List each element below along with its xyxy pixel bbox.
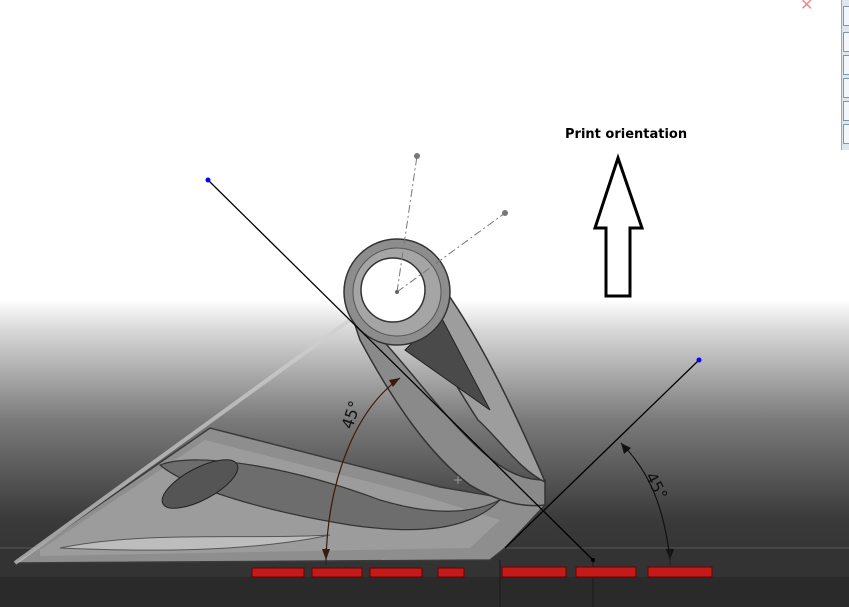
center-line-point xyxy=(414,153,420,159)
sketch-endpoint[interactable] xyxy=(591,558,595,562)
toolbar-appearance-icon[interactable] xyxy=(843,101,849,121)
support-pad xyxy=(647,566,713,578)
dimension-right-text[interactable]: 45° xyxy=(641,469,671,503)
dimension-left-text[interactable]: 45° xyxy=(338,398,365,431)
build-plate-base xyxy=(0,577,849,607)
part-lower-fillet xyxy=(59,534,331,551)
toolbar-home-icon[interactable] xyxy=(843,6,849,26)
print-orientation-label: Print orientation xyxy=(565,127,688,142)
sketch-endpoint[interactable] xyxy=(696,357,702,363)
part-ring-hole xyxy=(360,257,426,323)
sketch-line-left[interactable] xyxy=(207,179,594,561)
center-lines xyxy=(396,155,506,293)
dimension-arrowhead xyxy=(389,378,400,387)
support-pad xyxy=(369,567,423,578)
support-pad xyxy=(437,567,465,578)
toolbar-list-icon[interactable] xyxy=(843,124,849,144)
origin-marker xyxy=(454,476,462,484)
dimension-arc-right[interactable] xyxy=(620,442,671,561)
support-pad xyxy=(575,566,637,578)
sketch-endpoint[interactable] xyxy=(205,177,211,183)
toolbar-parts-icon[interactable] xyxy=(843,32,849,52)
support-pad xyxy=(311,567,363,578)
ring-center-point xyxy=(395,290,399,294)
center-line-point xyxy=(502,210,508,216)
support-pad xyxy=(501,566,567,578)
up-arrow-icon xyxy=(592,153,645,298)
support-pads xyxy=(251,566,713,578)
toolbar-view-icon[interactable] xyxy=(843,78,849,98)
close-icon[interactable]: ✕ xyxy=(800,0,814,14)
toolbar-folder-icon[interactable] xyxy=(843,55,849,75)
center-line xyxy=(396,212,506,293)
part-pocket xyxy=(161,459,239,509)
dimension-arc-left[interactable] xyxy=(325,377,401,561)
side-toolbar xyxy=(841,0,849,150)
support-edge-highlight xyxy=(13,318,352,565)
sketch-line-right[interactable] xyxy=(504,359,700,549)
part-arm-left xyxy=(348,307,546,507)
center-line xyxy=(396,155,418,293)
dimension-arrowhead xyxy=(621,443,631,454)
support-pad xyxy=(251,567,305,578)
